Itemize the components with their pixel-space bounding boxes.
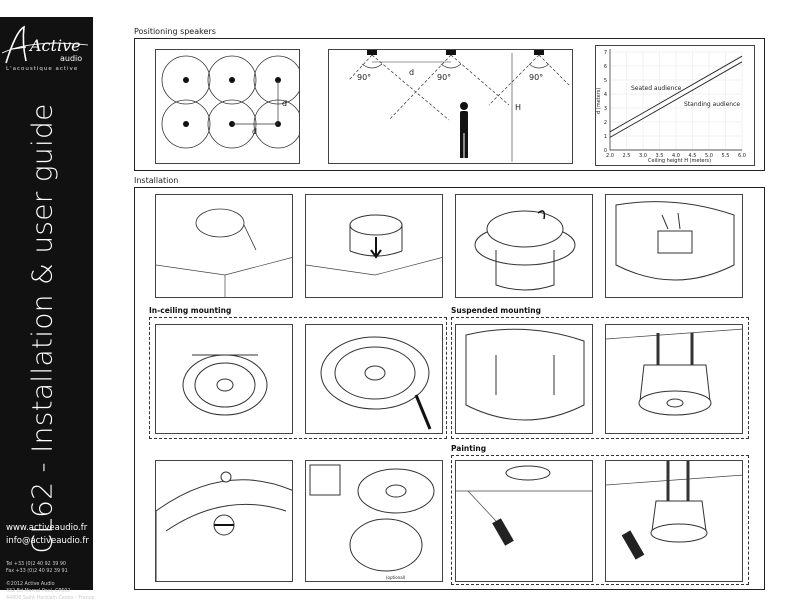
step-paint-flush-panel — [455, 460, 593, 582]
step-remove-grille-panel — [455, 194, 593, 298]
y-tick-label: 2 — [604, 120, 607, 126]
phone-number: Tel +33 (0)2 40 92 39 90 — [6, 562, 66, 567]
series-line-seated — [609, 55, 743, 133]
spacing-chart-panel: 0 1 2 3 4 5 6 7 2.0 2.5 3.0 3.5 4.0 4.5 5.0 5.5 6.0 Sea… — [595, 45, 755, 166]
email-link[interactable]: info@activeaudio.fr — [6, 536, 89, 546]
insert-speaker-illustration — [182, 354, 268, 416]
series-label-standing: Standing audience — [684, 101, 740, 108]
step-wiring-panel — [605, 194, 743, 298]
in-ceiling-group — [149, 317, 447, 439]
copyright: ©2012 Active Audio — [6, 582, 55, 587]
chart-ylabel: d (meters) — [596, 88, 602, 114]
suspended-label: Suspended mounting — [451, 306, 541, 315]
painting-group — [451, 455, 749, 585]
positioning-section: d d 90° 90° 90° d H — [134, 38, 765, 171]
ceiling-cutout-illustration — [306, 214, 442, 276]
suspension-fixing-illustration — [465, 328, 585, 421]
series-label-seated: Seated audience — [631, 85, 682, 92]
x-tick-label: 3.5 — [656, 153, 664, 159]
step-unbox-panel — [155, 194, 293, 298]
step-cutout-panel — [305, 194, 443, 298]
painting-label: Painting — [451, 444, 487, 453]
y-tick-label: 6 — [604, 64, 607, 70]
spacing-label: d — [409, 68, 414, 77]
angle-label-2: 90° — [437, 73, 451, 82]
address-city: 44806 Saint-Herblain Cedex - France — [6, 596, 95, 601]
x-tick-label: 2.0 — [606, 153, 614, 159]
logo-text: Active — [28, 36, 81, 55]
step-paint-suspended-panel — [605, 460, 743, 582]
distance-label-horizontal: d — [252, 127, 257, 136]
y-tick-label: 5 — [604, 78, 607, 84]
step-suspended-result-panel — [605, 324, 743, 434]
step-insert-panel — [155, 324, 293, 434]
installation-section-title: Installation — [134, 176, 179, 185]
coverage-circles-diagram: d d — [161, 55, 299, 149]
paint-flush-illustration — [456, 465, 592, 546]
y-tick-label: 4 — [604, 92, 607, 98]
active-audio-logo: Active audio — [2, 25, 89, 64]
grille-refit-illustration: (optional) — [309, 464, 435, 580]
installation-section: In-ceiling mounting Suspended mounting — [134, 187, 765, 590]
tagline: L'acoustique active — [6, 66, 79, 72]
wiring-illustration — [615, 201, 735, 281]
suspended-speaker-illustration — [606, 328, 742, 416]
x-tick-label: 5.5 — [722, 153, 730, 159]
y-tick-label: 7 — [604, 50, 607, 56]
x-tick-label: 4.5 — [689, 153, 697, 159]
in-ceiling-label: In-ceiling mounting — [149, 306, 232, 315]
side-view-diagram: 90° 90° 90° d H — [348, 50, 570, 162]
person-silhouette — [460, 102, 468, 158]
fax-number: Fax +33 (0)2 40 92 39 91 — [6, 569, 68, 574]
coverage-circles-panel: d d — [155, 49, 300, 164]
step-suspension-panel — [455, 324, 593, 434]
website-link[interactable]: www.activeaudio.fr — [6, 523, 88, 533]
x-tick-label: 2.5 — [623, 153, 631, 159]
angle-label-3: 90° — [529, 73, 543, 82]
step-fix-panel — [305, 324, 443, 434]
optional-label: (optional) — [386, 575, 406, 580]
chart-xlabel: Ceiling height H (meters) — [648, 158, 711, 164]
x-tick-label: 3.0 — [639, 153, 647, 159]
screw-fixing-illustration — [320, 336, 432, 430]
document-title: CL62 - Installation & user guide — [25, 103, 59, 554]
series-line-standing — [609, 61, 743, 138]
suspended-group — [451, 317, 749, 439]
step-grille-refit-panel: (optional) — [305, 460, 443, 582]
distance-label-vertical: d — [282, 99, 287, 108]
spacing-chart: 0 1 2 3 4 5 6 7 2.0 2.5 3.0 3.5 4.0 4.5 5.0 5.5 6.0 Sea… — [596, 49, 746, 164]
angle-label-1: 90° — [357, 73, 371, 82]
remove-grille-illustration — [474, 210, 576, 291]
x-tick-label: 6.0 — [738, 153, 746, 159]
power-tap-selector-illustration — [156, 471, 292, 581]
step-tap-select-panel — [155, 460, 293, 582]
side-view-panel: 90° 90° 90° d H — [328, 49, 573, 164]
address-line: 332 Bd Marcel Paul, CP602 — [6, 589, 71, 594]
x-tick-label: 4.0 — [672, 153, 680, 159]
positioning-section-title: Positioning speakers — [134, 27, 216, 36]
height-label: H — [515, 103, 521, 112]
paint-suspended-illustration — [606, 461, 742, 560]
speaker-grille-illustration — [156, 208, 292, 297]
logo-sub-text: audio — [60, 54, 82, 63]
y-tick-label: 1 — [604, 134, 607, 140]
y-tick-label: 3 — [604, 106, 607, 112]
x-tick-label: 5.0 — [705, 153, 713, 159]
y-tick-label: 0 — [604, 148, 607, 154]
sidebar: Active audio L'acoustique active CL62 - … — [0, 17, 94, 601]
